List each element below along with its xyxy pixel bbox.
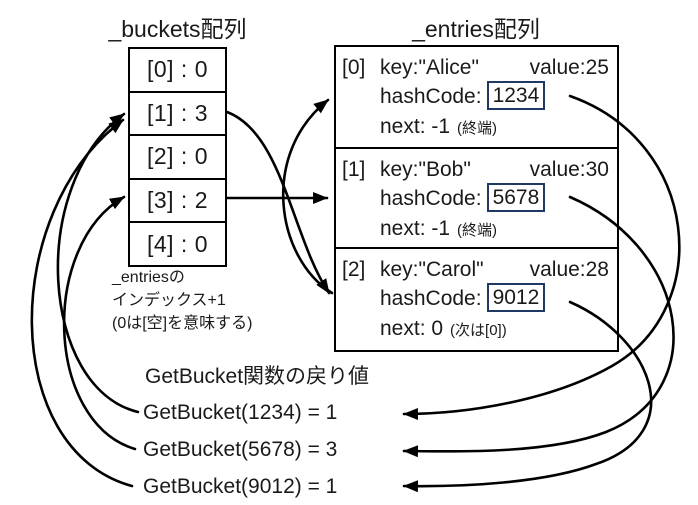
entry-0-key: key:"Alice" <box>380 56 479 79</box>
buckets-note-line-1: _entriesの <box>112 269 185 286</box>
buckets-note-line-2: インデックス+1 <box>112 292 226 309</box>
entry-1-line1: [1] key:"Bob" value:30 <box>342 156 611 184</box>
entry-row-1: [1] key:"Bob" value:30 hashCode:5678 nex… <box>336 149 617 249</box>
bucket-cell-4: [4] : 0 <box>146 230 209 257</box>
entry-1-hash-code-box: 5678 <box>486 183 546 212</box>
entry-2-next-note: (次は[0]) <box>450 322 507 339</box>
entry-1-index: [1] <box>342 158 366 181</box>
entry-2-value: value:28 <box>529 258 609 281</box>
entry-1-hash-line: hashCode:5678 <box>380 183 611 214</box>
entry-1-next-note: (終端) <box>457 222 498 239</box>
entry-0-next-label: next: -1 <box>380 115 451 138</box>
entry-1-next-line: next: -1 (終端) <box>380 214 611 245</box>
entry-row-2: [2] key:"Carol" value:28 hashCode:9012 n… <box>336 249 617 350</box>
bucket-cell-1: [1] : 3 <box>130 93 225 137</box>
entries-array-title: _entries配列 <box>412 16 540 42</box>
buckets-array-title: _buckets配列 <box>108 16 247 42</box>
entry-0-hash-code-box: 1234 <box>486 81 546 110</box>
entry-2-hash-label: hashCode: <box>380 287 482 310</box>
entry-1-hash-label: hashCode: <box>380 187 482 210</box>
entry-0-hash-line: hashCode:1234 <box>380 81 611 112</box>
arrow-result1-to-bucket1 <box>56 112 140 414</box>
arrow-entry2-next-to-entry0 <box>281 98 334 295</box>
bucket-cell-2: [2] : 0 <box>130 136 225 180</box>
entry-0-next-note: (終端) <box>457 120 498 137</box>
entry-0-value: value:25 <box>529 56 609 79</box>
entry-0-index: [0] <box>342 56 366 79</box>
getbucket-result-2: GetBucket(5678) = 3 <box>143 438 338 461</box>
entries-array-box: [0] key:"Alice" value:25 hashCode:1234 n… <box>334 45 619 352</box>
bucket-cell-3: [3] : 2 <box>130 180 225 224</box>
entry-2-next-line: next: 0 (次は[0]) <box>380 314 611 345</box>
buckets-note-line-3: (0は[空]を意味する) <box>112 315 253 332</box>
entry-row-0: [0] key:"Alice" value:25 hashCode:1234 n… <box>336 47 617 149</box>
entry-0-line1: [0] key:"Alice" value:25 <box>342 54 611 82</box>
buckets-note: _entriesの インデックス+1 (0は[空]を意味する) <box>112 266 252 335</box>
buckets-array-box: [0] : 0 [1] : 3 [2] : 0 [3] : 2 [4] : 0 <box>128 47 227 267</box>
entry-2-line1: [2] key:"Carol" value:28 <box>342 256 611 284</box>
bucket-cell-0: [0] : 0 <box>130 49 225 93</box>
entry-1-key: key:"Bob" <box>380 158 471 181</box>
getbucket-heading: GetBucket関数の戻り値 <box>145 365 370 388</box>
entry-0-hash-label: hashCode: <box>380 85 482 108</box>
entry-2-hash-line: hashCode:9012 <box>380 283 611 314</box>
entry-1-next-label: next: -1 <box>380 217 451 240</box>
entry-2-key: key:"Carol" <box>380 258 484 281</box>
entry-0-next-line: next: -1 (終端) <box>380 112 611 143</box>
entry-1-value: value:30 <box>529 158 609 181</box>
getbucket-result-1: GetBucket(1234) = 1 <box>143 401 338 424</box>
entry-2-next-label: next: 0 <box>380 317 444 340</box>
entry-2-index: [2] <box>342 258 366 281</box>
entry-2-hash-code-box: 9012 <box>486 283 546 312</box>
getbucket-result-3: GetBucket(9012) = 1 <box>143 475 338 498</box>
